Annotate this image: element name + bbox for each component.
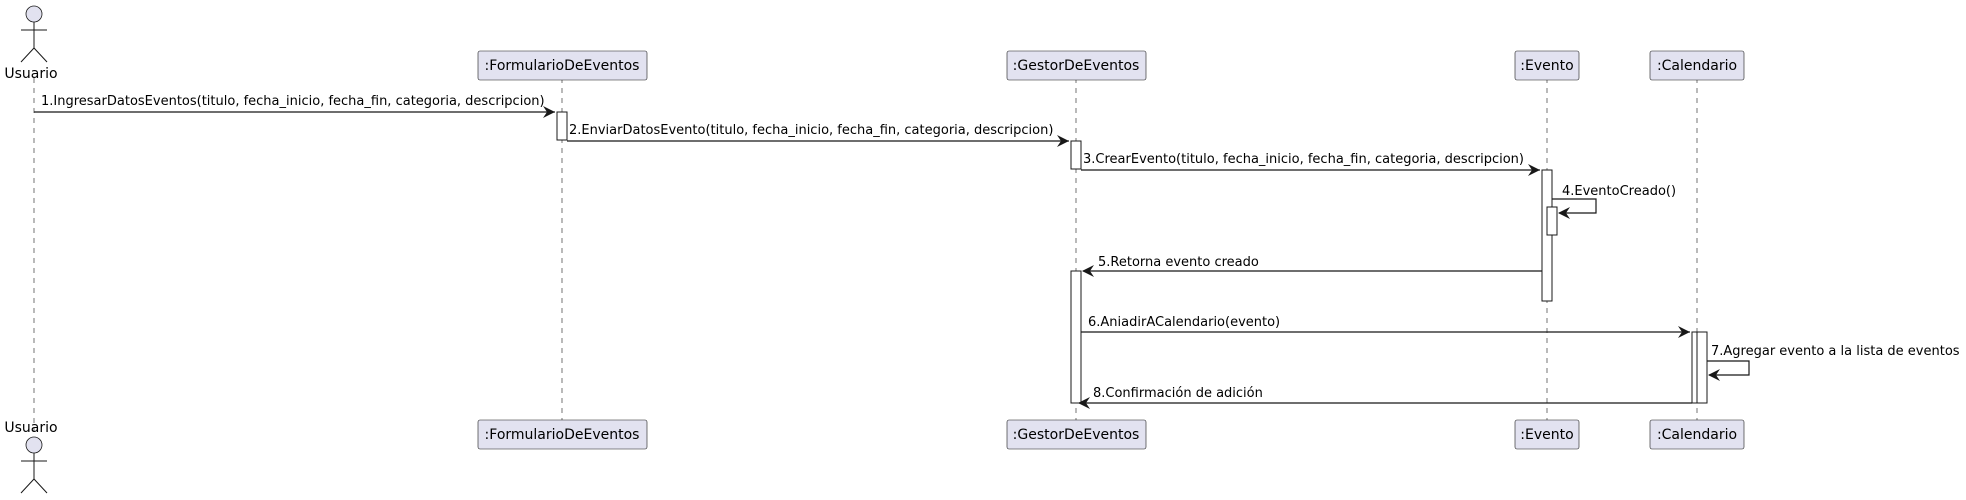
participant-label: :Calendario: [1657, 58, 1737, 74]
participant-label: :GestorDeEventos: [1013, 427, 1140, 443]
participant-evento-bottom: :Evento: [1514, 419, 1580, 450]
participant-calendario-top: :Calendario: [1649, 50, 1745, 81]
actor-usuario-bottom: Usuario: [4, 420, 58, 494]
actor-head: [25, 5, 43, 23]
actor-head: [25, 436, 43, 454]
participant-formulario-bottom: :FormularioDeEventos: [477, 419, 648, 450]
participant-label: :Evento: [1520, 427, 1573, 443]
activation-evento-2: [1546, 206, 1558, 236]
message-8: 8.Confirmación de adición: [1078, 386, 1692, 409]
message-2: 2.EnviarDatosEvento(titulo, fecha_inicio…: [567, 123, 1069, 147]
participant-label: :GestorDeEventos: [1013, 58, 1140, 74]
activation-gestor-2: [1070, 270, 1082, 404]
participant-label: :Evento: [1520, 58, 1573, 74]
participant-label: :Calendario: [1657, 427, 1737, 443]
activation-formulario: [556, 111, 568, 141]
participant-evento-top: :Evento: [1514, 50, 1580, 81]
message-6: 6.AniadirACalendario(evento): [1081, 315, 1690, 338]
actor-label: Usuario: [4, 66, 57, 82]
message-4: 4.EventoCreado(): [1552, 184, 1676, 219]
participant-gestor-bottom: :GestorDeEventos: [1006, 419, 1147, 450]
message-label: 4.EventoCreado(): [1562, 184, 1676, 199]
participant-label: :FormularioDeEventos: [485, 427, 640, 443]
participant-calendario-bottom: :Calendario: [1649, 419, 1745, 450]
message-label: 1.IngresarDatosEventos(titulo, fecha_ini…: [41, 94, 545, 109]
actor-usuario-top: Usuario: [4, 5, 58, 82]
participant-label: :FormularioDeEventos: [485, 58, 640, 74]
message-label: 2.EnviarDatosEvento(titulo, fecha_inicio…: [569, 123, 1053, 138]
message-7: 7.Agregar evento a la lista de eventos: [1707, 344, 1960, 381]
message-5: 5.Retorna evento creado: [1082, 255, 1542, 277]
participant-gestor-top: :GestorDeEventos: [1006, 50, 1147, 81]
activation-gestor-1: [1070, 140, 1082, 170]
participant-formulario-top: :FormularioDeEventos: [477, 50, 648, 81]
actor-label: Usuario: [4, 420, 57, 436]
message-label: 5.Retorna evento creado: [1098, 255, 1259, 270]
message-label: 3.CrearEvento(titulo, fecha_inicio, fech…: [1083, 152, 1524, 167]
message-3: 3.CrearEvento(titulo, fecha_inicio, fech…: [1081, 152, 1540, 176]
activation-calendario-2: [1696, 331, 1708, 404]
message-label: 6.AniadirACalendario(evento): [1088, 315, 1280, 330]
message-1: 1.IngresarDatosEventos(titulo, fecha_ini…: [34, 94, 555, 118]
message-label: 7.Agregar evento a la lista de eventos: [1711, 344, 1960, 359]
message-label: 8.Confirmación de adición: [1093, 386, 1263, 401]
